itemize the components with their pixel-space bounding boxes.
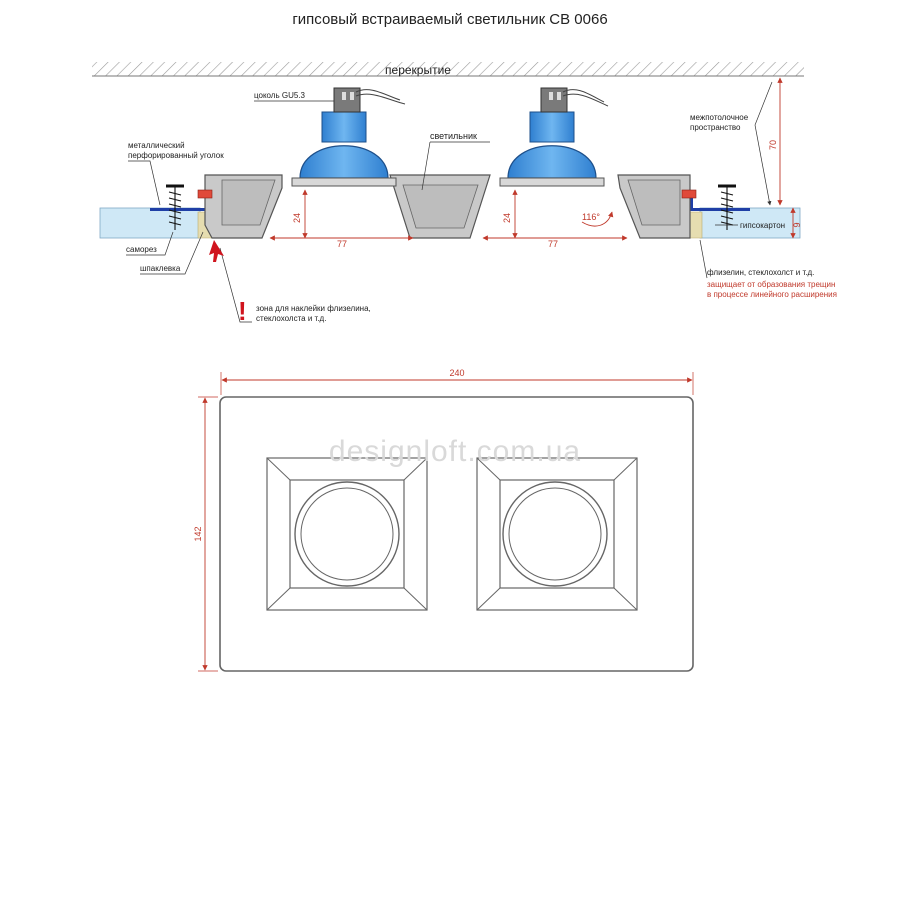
watermark: designloft.com.ua (329, 435, 581, 468)
drywall-right (699, 207, 801, 239)
interceiling-label-2: пространство (690, 123, 741, 132)
body-screws (197, 189, 697, 199)
ceiling-slab (92, 62, 804, 77)
dim-total-height: 142 (193, 526, 203, 541)
screw-label: саморез (126, 245, 157, 254)
dim-lines-plan (198, 372, 694, 672)
screw-right (718, 184, 736, 230)
zone-label-1: зона для наклейки флизелина, (256, 304, 371, 313)
lamp-left (291, 87, 406, 187)
warning-exclamation: ! (238, 296, 247, 326)
zone-label-2: стеклохолста и т.д. (256, 314, 326, 323)
lamp-right (499, 87, 609, 187)
drywall-left (99, 207, 201, 239)
dim-depth-right: 24 (502, 213, 512, 223)
dim-angle: 116° (582, 212, 600, 222)
fleece-label: флизелин, стеклохолст и т.д. (707, 268, 814, 277)
dim-width-left: 77 (337, 239, 347, 249)
dim-board: 9 (792, 222, 802, 227)
interceiling-label-1: межпотолочное (690, 113, 749, 122)
lamp-label: светильник (430, 131, 477, 141)
drywall-label: гипсокартон (740, 221, 785, 230)
metal-corner-label-1: металлический (128, 141, 185, 150)
dim-total-width: 240 (449, 368, 464, 378)
putty-right (689, 211, 703, 239)
protect-label-1: защищает от образования трещин (707, 280, 835, 289)
socket-label: цоколь GU5.3 (254, 91, 306, 100)
page-title: гипсовый встраиваемый светильник СВ 0066 (292, 11, 607, 28)
metal-corner-label-2: перфорированный уголок (128, 151, 224, 160)
plan-view (219, 396, 694, 672)
dim-depth-left: 24 (292, 213, 302, 223)
protect-label-2: в процессе линейного расширения (707, 290, 837, 299)
dim-space: 70 (768, 140, 778, 150)
metal-corner-right (690, 190, 750, 211)
screw-left (166, 184, 184, 230)
zone-arrow-icon (209, 240, 224, 262)
dim-lines-section (269, 77, 796, 241)
dim-width-right: 77 (548, 239, 558, 249)
putty-label: шпаклевка (140, 264, 181, 273)
ceiling-label: перекрытие (385, 63, 451, 77)
